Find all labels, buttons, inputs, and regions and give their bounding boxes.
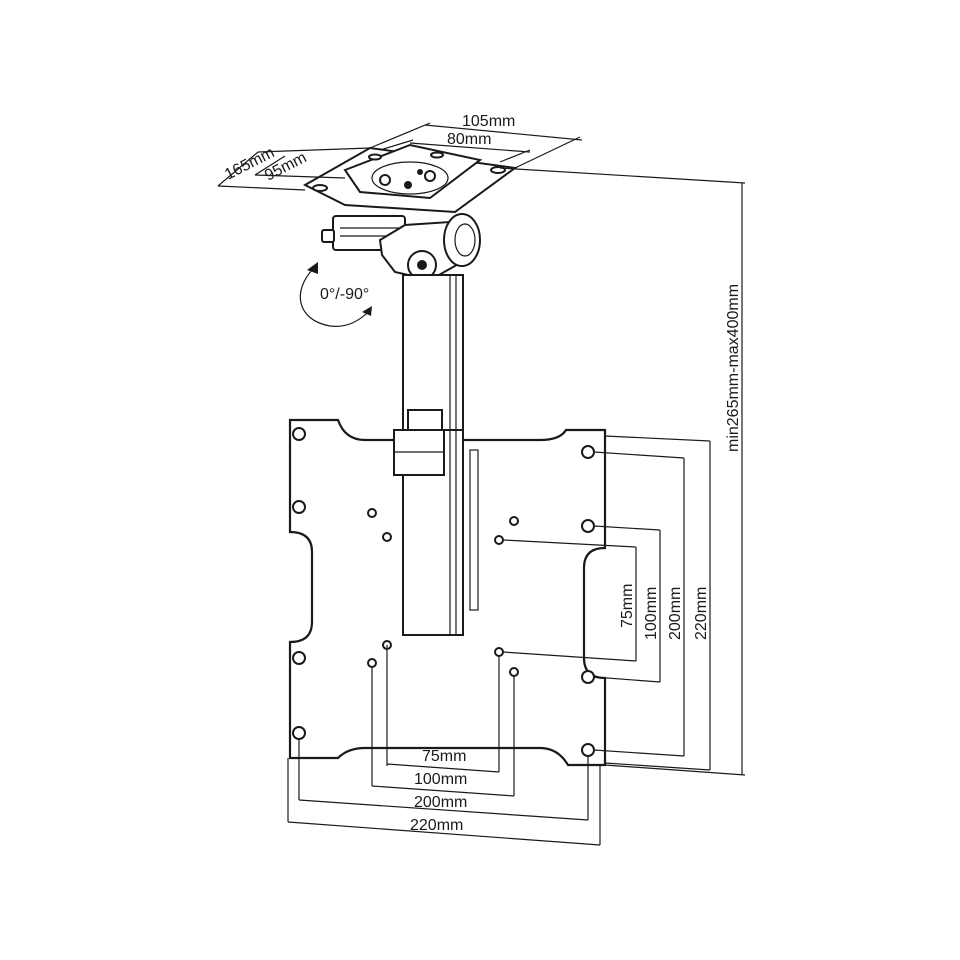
vesa-hole — [367, 658, 377, 668]
vesa-hole — [292, 651, 306, 665]
vesa-hole — [494, 647, 504, 657]
vesa-hole — [581, 445, 595, 459]
vesa-vertical-200-label: 200mm — [667, 587, 684, 640]
pole-height-label: min265mm-max400mm — [725, 284, 742, 452]
vesa-plate — [288, 418, 607, 767]
plate-width-outer-label: 105mm — [462, 113, 515, 130]
vesa-hole — [581, 743, 595, 757]
vesa-hole — [292, 726, 306, 740]
vesa-horizontal-dimensions: 75mm 100mm 200mm 220mm — [287, 645, 601, 846]
plate-width-inner-label: 80mm — [447, 131, 491, 148]
vesa-horizontal-200-label: 200mm — [414, 794, 467, 811]
vesa-vertical-100-label: 100mm — [643, 587, 660, 640]
tilt-rotation-arrow: 0°/-90° — [299, 262, 372, 327]
vesa-hole — [581, 519, 595, 533]
vesa-vertical-75-label: 75mm — [619, 584, 636, 628]
vesa-hole — [581, 670, 595, 684]
vesa-vertical-dimensions: 220mm 200mm 100mm 75mm — [502, 435, 711, 771]
vesa-hole — [494, 535, 504, 545]
vesa-hole — [292, 427, 306, 441]
pole-height-dimension: min265mm-max400mm — [499, 167, 746, 776]
vesa-hole — [292, 500, 306, 514]
vesa-horizontal-220-label: 220mm — [410, 817, 463, 834]
vesa-horizontal-100-label: 100mm — [414, 771, 467, 788]
vesa-horizontal-75-label: 75mm — [422, 748, 466, 765]
vesa-hole — [509, 667, 519, 677]
vesa-hole — [367, 508, 377, 518]
ceiling-plate — [302, 143, 518, 214]
tilt-head — [321, 213, 481, 282]
vesa-hole — [382, 532, 392, 542]
vesa-vertical-220-label: 220mm — [693, 587, 710, 640]
tilt-range-label: 0°/-90° — [320, 286, 369, 303]
vesa-hole — [509, 516, 519, 526]
